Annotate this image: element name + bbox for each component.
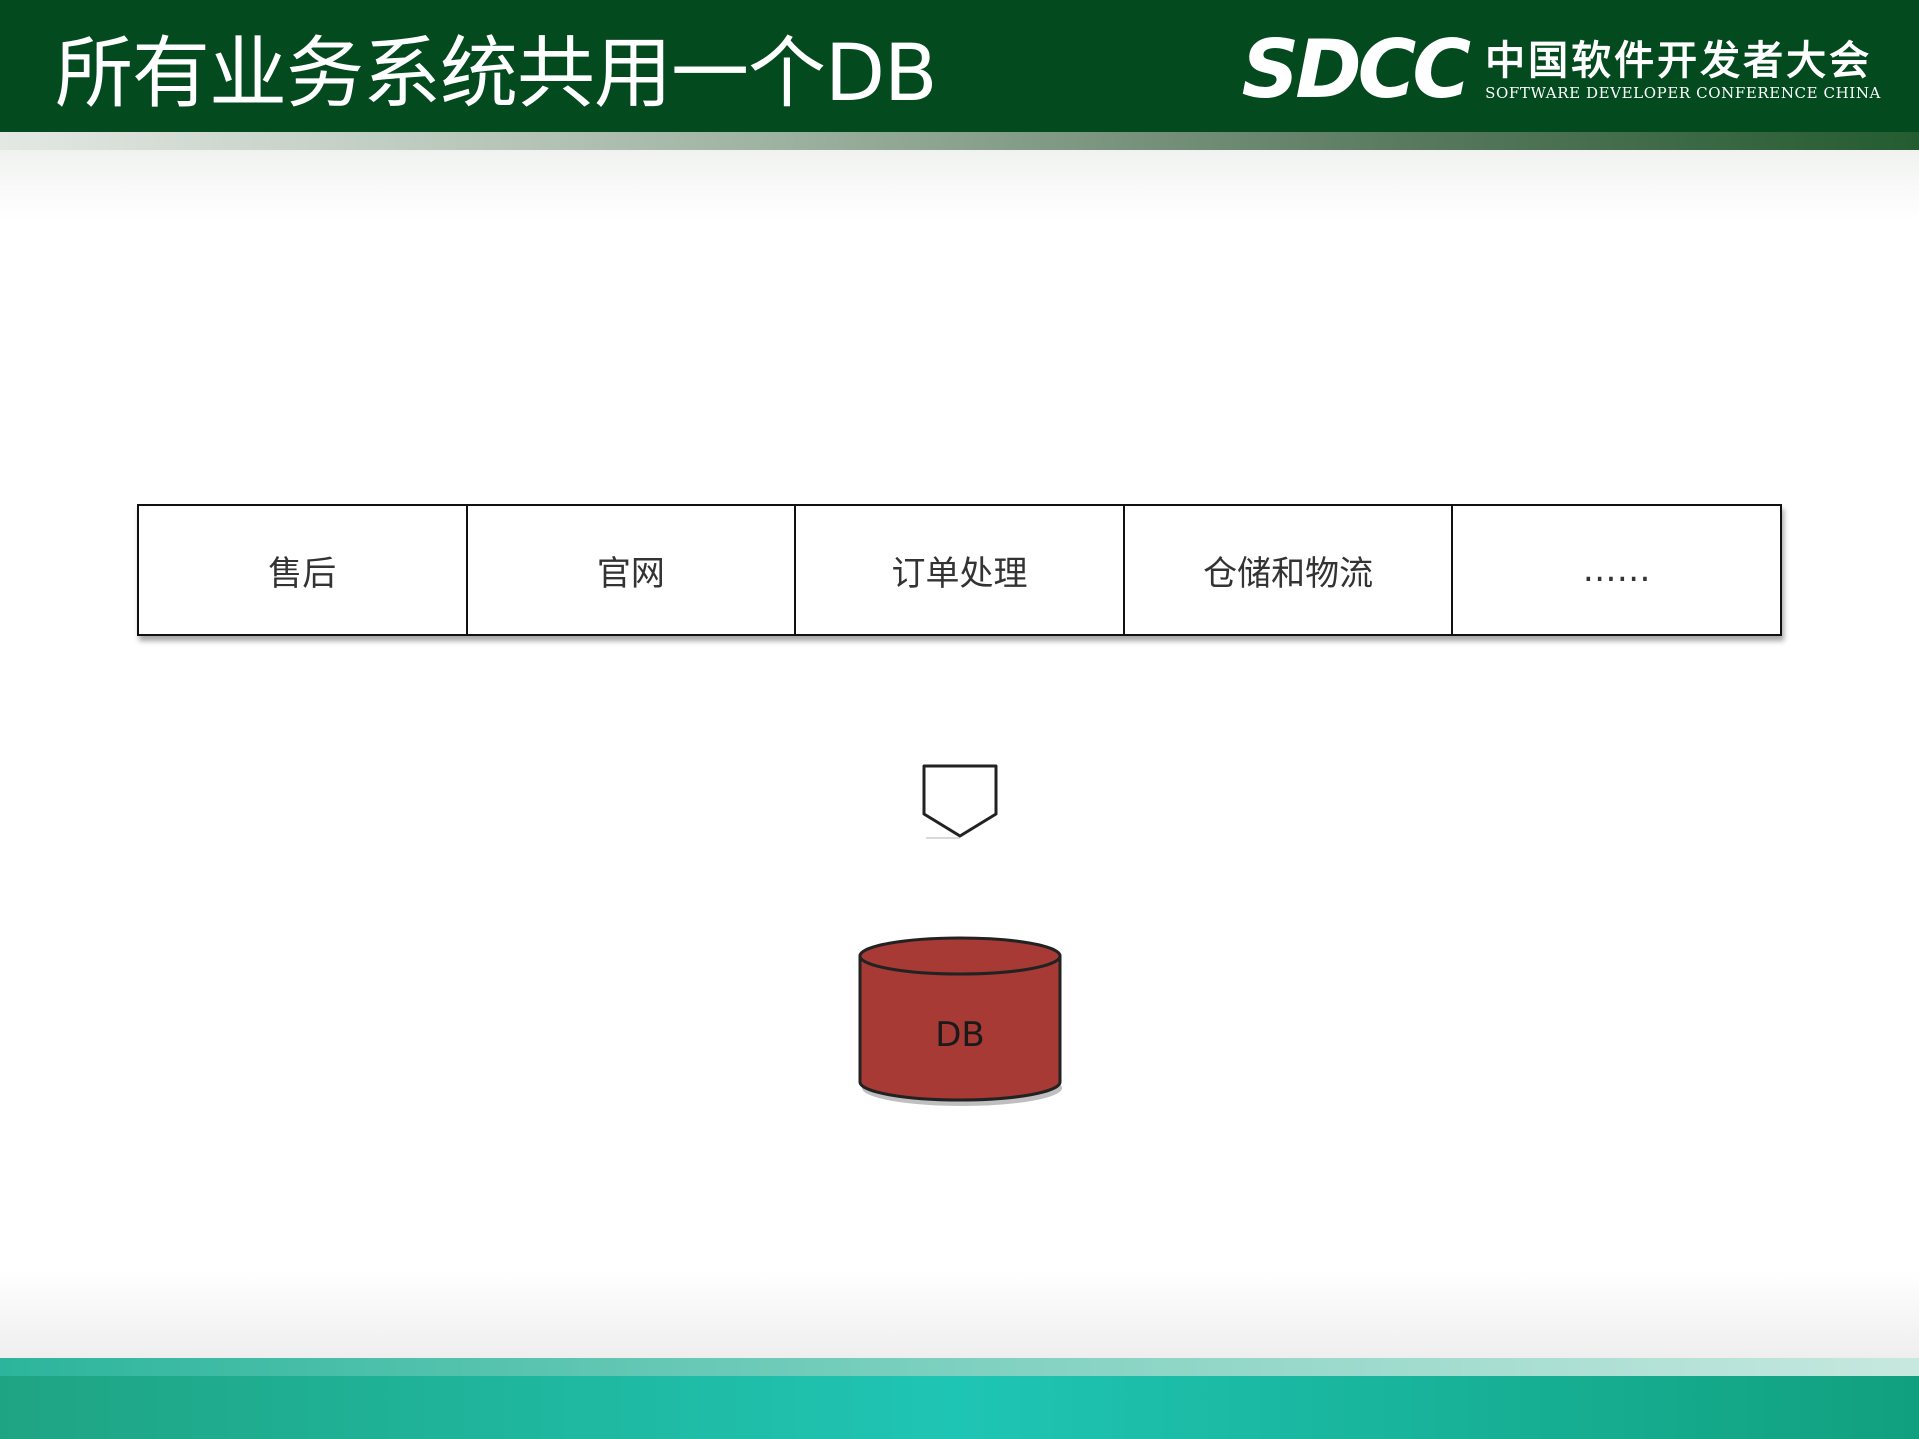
sdcc-logo: SDCC 中国软件开发者大会 SOFTWARE DEVELOPER CONFER… <box>1242 30 1881 110</box>
logo-chinese-name: 中国软件开发者大会 <box>1485 38 1873 84</box>
footer-accent-strip <box>0 1358 1919 1376</box>
system-box-after-sales: 售后 <box>137 504 468 636</box>
database-cylinder-icon <box>858 936 1062 1106</box>
business-systems-row: 售后 官网 订单处理 仓储和物流 …… <box>137 504 1782 636</box>
system-box-more: …… <box>1451 504 1782 636</box>
down-arrow-icon <box>922 764 998 839</box>
database-label: DB <box>935 1015 985 1055</box>
system-box-order-processing: 订单处理 <box>794 504 1125 636</box>
logo-english-name: SOFTWARE DEVELOPER CONFERENCE CHINA <box>1485 84 1881 102</box>
slide-header: 所有业务系统共用一个DB SDCC 中国软件开发者大会 SOFTWARE DEV… <box>0 0 1919 132</box>
header-accent-strip <box>0 132 1919 150</box>
logo-mark: SDCC <box>1241 23 1471 116</box>
system-box-warehouse-logistics: 仓储和物流 <box>1122 504 1454 636</box>
footer-shadow <box>0 1270 1919 1360</box>
slide-title: 所有业务系统共用一个DB <box>55 29 938 119</box>
logo-text: 中国软件开发者大会 SOFTWARE DEVELOPER CONFERENCE … <box>1485 38 1881 102</box>
header-shadow <box>0 150 1919 220</box>
slide-footer <box>0 1376 1919 1439</box>
system-box-official-site: 官网 <box>465 504 797 636</box>
